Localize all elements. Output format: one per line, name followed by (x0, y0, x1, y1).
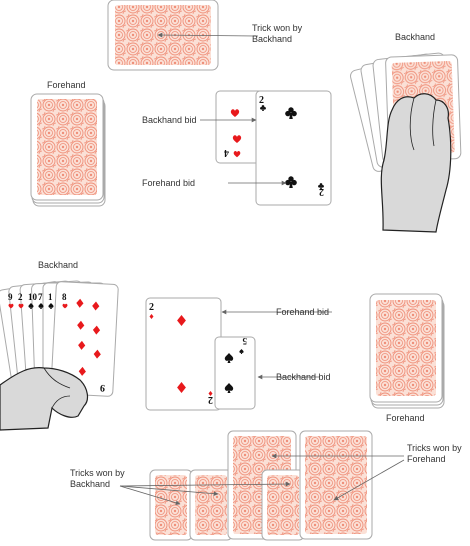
svg-text:2: 2 (319, 186, 324, 197)
backhand-hand-top (350, 52, 462, 233)
trick-pile-1 (149, 469, 193, 541)
svg-text:2: 2 (259, 95, 264, 106)
hand-card-rank: 8 (62, 292, 67, 302)
forehand-deck-top (30, 93, 106, 207)
trick-pile-4 (261, 469, 305, 541)
svg-text:5: 5 (242, 336, 247, 346)
hand-card-rank: 7 (38, 292, 43, 302)
tricks-piles (149, 430, 373, 541)
forehand-bid-card-top: 2 2 (255, 90, 332, 206)
forehand-label-top: Forehand (47, 80, 86, 90)
trick-pile-5 (299, 430, 373, 540)
hand-card-rank: 10 (28, 292, 38, 302)
svg-text:2: 2 (149, 302, 154, 313)
svg-text:9: 9 (100, 382, 106, 393)
hand-card-rank: 1 (48, 292, 53, 302)
backhand-label-top: Backhand (395, 32, 435, 42)
backhand-bid-card-bottom: 5 (214, 336, 256, 410)
backhand-label-bottom: Backhand (38, 260, 78, 270)
trick-won-arrow (157, 32, 259, 38)
tricks-backhand-arrow-2 (119, 485, 219, 497)
forehand-bid-card-bottom: 2 2 (145, 297, 222, 411)
forehand-bid-label-top: Forehand bid (142, 178, 195, 188)
forehand-label-bottom: Forehand (386, 413, 425, 423)
tricks-forehand-arrow-2 (333, 459, 405, 501)
tricks-backhand-arrow-1 (119, 485, 181, 506)
hand-icon (380, 93, 452, 233)
backhand-bid-label-top: Backhand bid (142, 115, 197, 125)
hand-card-rank: 2 (18, 292, 23, 302)
trick-pile-2 (189, 469, 233, 541)
svg-text:4: 4 (224, 147, 229, 158)
tricks-backhand-arrow-3 (119, 481, 291, 487)
svg-text:2: 2 (208, 394, 213, 405)
forehand-bid-label-bottom: Forehand bid (276, 307, 329, 317)
backhand-bid-label-bottom: Backhand bid (276, 372, 331, 382)
forehand-deck-bottom (369, 293, 445, 409)
hand-icon (0, 367, 89, 431)
hand-card-rank: 9 (8, 292, 13, 302)
